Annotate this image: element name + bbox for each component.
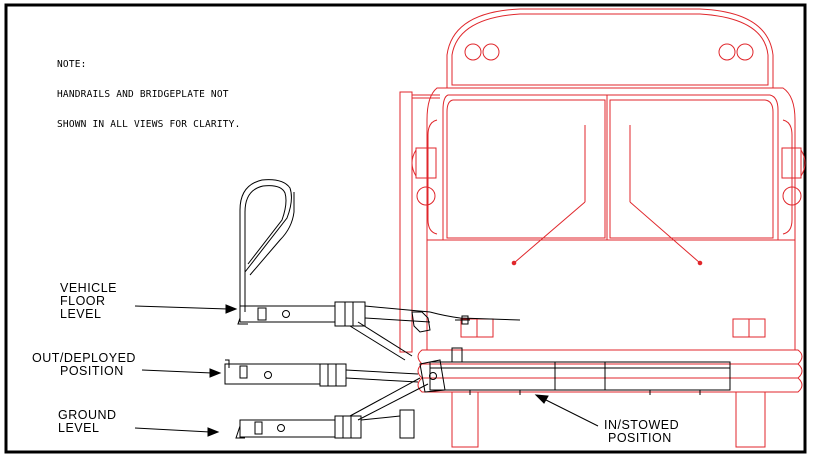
label-line: LEVEL xyxy=(60,307,102,321)
label-line: OUT/DEPLOYED xyxy=(32,351,136,365)
label-in-stowed-position: IN/STOWED POSITION xyxy=(604,419,679,445)
label-line: FLOOR xyxy=(60,294,106,308)
note-line-1: HANDRAILS AND BRIDGEPLATE NOT xyxy=(57,89,229,100)
label-line: GROUND xyxy=(58,408,117,422)
note-heading: NOTE: xyxy=(57,59,87,70)
wheelchair-lift-views xyxy=(224,179,731,439)
label-out-deployed-position: OUT/DEPLOYED POSITION xyxy=(32,352,136,378)
handrail xyxy=(239,179,292,312)
drawing-note: NOTE: HANDRAILS AND BRIDGEPLATE NOT SHOW… xyxy=(57,40,241,140)
platform-deployed xyxy=(224,359,419,387)
drawing-border xyxy=(4,3,807,454)
label-line: IN/STOWED xyxy=(604,418,680,432)
platform-floor-level xyxy=(237,301,521,361)
label-line: LEVEL xyxy=(58,421,100,435)
lift-stowed xyxy=(419,347,731,395)
note-line-2: SHOWN IN ALL VIEWS FOR CLARITY. xyxy=(57,119,241,130)
label-line: POSITION xyxy=(608,431,672,445)
bus-front-view xyxy=(399,8,806,448)
label-line: VEHICLE xyxy=(60,281,117,295)
label-line: POSITION xyxy=(60,364,124,378)
platform-ground-level xyxy=(235,377,429,439)
leader-arrows xyxy=(134,304,599,437)
label-vehicle-floor-level: VEHICLE FLOOR LEVEL xyxy=(60,282,117,321)
label-ground-level: GROUND LEVEL xyxy=(58,409,117,435)
